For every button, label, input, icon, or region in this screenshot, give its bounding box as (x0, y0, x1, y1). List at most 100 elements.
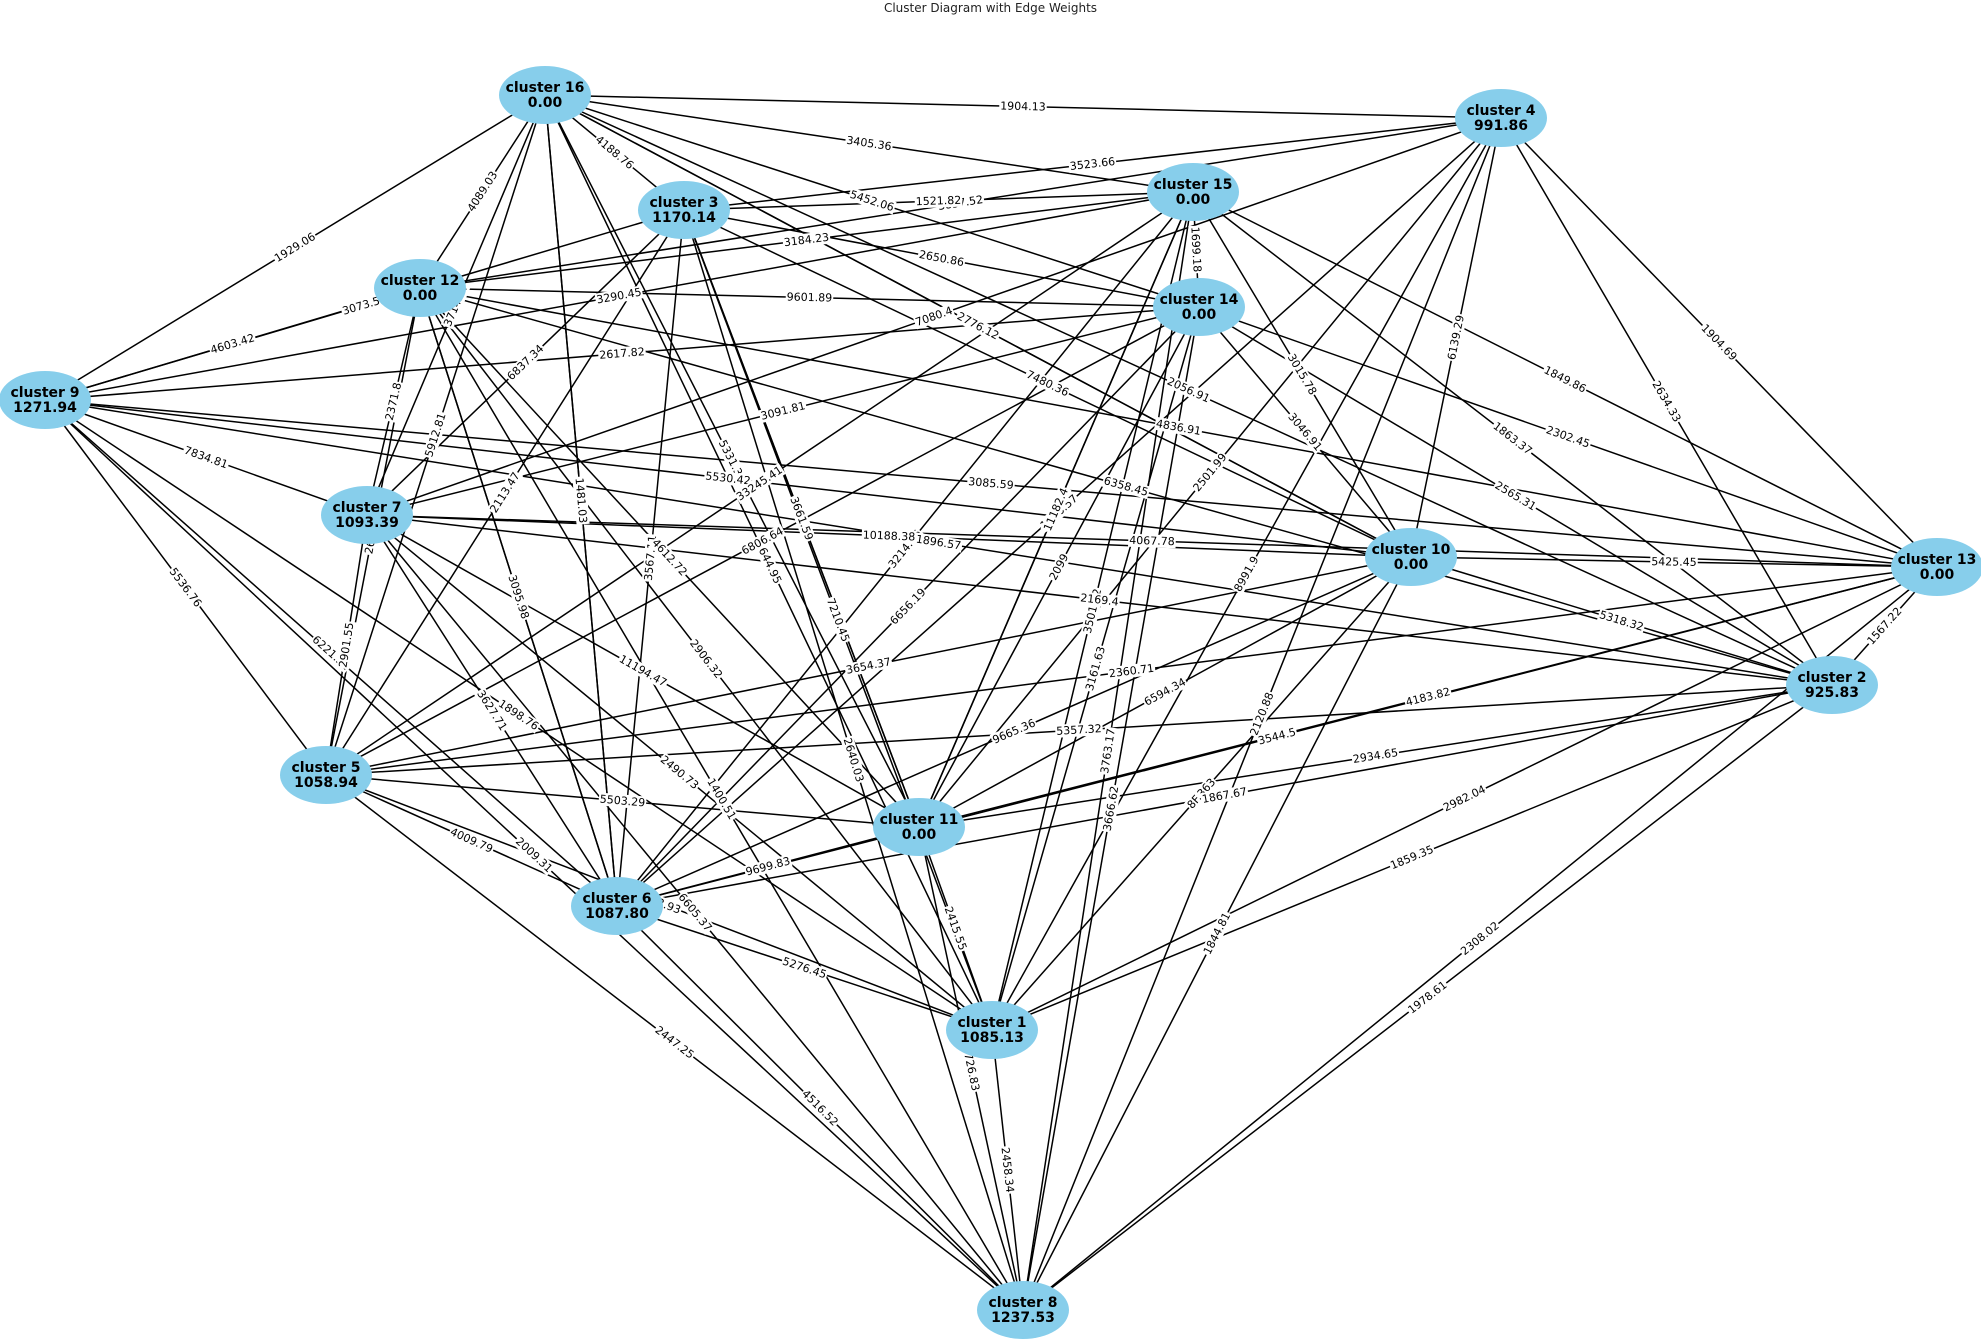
edge-weight-label: 5452.06 (847, 187, 897, 215)
edge-weight-bg (743, 854, 793, 879)
node-circle (374, 259, 466, 317)
edge-weight-bg (941, 903, 970, 954)
edge-weight-bg (1230, 553, 1263, 595)
edge-weight-text: 2308.02 (1458, 919, 1502, 958)
edge-weight-text: 1904.69 (1698, 322, 1739, 364)
edge-weight-bg (1247, 689, 1277, 739)
node-circle (321, 486, 413, 544)
edge-weight-bg (886, 584, 930, 629)
node-name: cluster 5 (291, 760, 360, 776)
edge-weight-text: 11194.47 (617, 652, 669, 689)
edge-weight-label: 2099 (1046, 550, 1072, 584)
node-circle (1786, 656, 1878, 714)
edge-weight-label: 1904.13 (999, 99, 1047, 114)
edge-weight-label: 2302.45 (1543, 422, 1593, 452)
edge-weight-text: 1863.37 (1491, 419, 1535, 457)
edge-weight-bg (674, 890, 716, 935)
edge-weight-bg (486, 468, 524, 517)
edge-weight-bg (1697, 320, 1741, 365)
edge-weight-label: 1859.35 (1387, 842, 1437, 873)
node-circle (1365, 528, 1457, 586)
edge-weight-label: 1904.69 (1697, 320, 1741, 365)
edge-weight-bg (572, 476, 590, 525)
edge-weight-label: 2501.99 (1189, 450, 1231, 495)
edge-weight-label: 2650.86 (916, 247, 967, 270)
edge-weight-bg (733, 462, 786, 505)
edge-weight-bg (999, 99, 1047, 114)
edge-weight-bg (1863, 603, 1906, 649)
node-value: 1093.39 (335, 515, 399, 531)
edge-weight-label: 4603.42 (207, 330, 258, 358)
edge-weight-label: 6594.34 (1141, 674, 1189, 710)
edge-weight-text: 3523.66 (1069, 155, 1116, 173)
node-name: cluster 7 (332, 500, 401, 516)
edge-weight-bg (1164, 374, 1213, 406)
node-value: 0.00 (528, 95, 563, 111)
edge-weight-label: 3095.98 (505, 572, 532, 622)
node-value: 1058.94 (294, 775, 358, 791)
edge-weight-bg (843, 654, 894, 678)
edge-weight-text: 1849.86 (1542, 363, 1588, 395)
edge-weight-text: 1400.51 (704, 776, 738, 822)
edge-weight-bg (181, 443, 231, 472)
node-name: cluster 3 (649, 195, 718, 211)
edge-weight-label: 2415.55 (941, 903, 970, 954)
edge-weight-text: 2360.71 (1108, 662, 1155, 681)
edge-weight-bg (1648, 377, 1685, 426)
node-c11: cluster 110.00 (873, 798, 965, 856)
edge-weight-text: 3091.81 (759, 399, 806, 423)
edge-weight-bg (912, 303, 956, 330)
edge-weight-text: 3085.59 (968, 475, 1014, 492)
edge-weight-bg (1596, 607, 1647, 635)
edge-weight-bg (592, 132, 637, 173)
edge-weight-label: 3161.63 (1082, 643, 1109, 694)
edge-weight-text: 2447.25 (652, 1023, 696, 1061)
edge-weight-bg (616, 651, 670, 691)
edge-weight-text: 9601.89 (787, 290, 833, 304)
edge-weight-text: 7080.4 (914, 304, 955, 329)
edge-weight-bg (651, 1022, 698, 1063)
edge-weight-bg (495, 696, 542, 734)
edge-weight-text: 5318.32 (1598, 608, 1645, 634)
edge-weight-text: 1929.06 (272, 230, 318, 265)
edge-weight-label: 5425.45 (1650, 555, 1698, 569)
edge-weight-bg (1540, 363, 1590, 396)
node-value: 0.00 (403, 288, 438, 304)
edge-weight-bg (1068, 154, 1117, 174)
edge-weight-bg (1199, 784, 1250, 807)
edge-weight-text: 7834.81 (182, 444, 229, 472)
node-c12: cluster 120.00 (374, 259, 466, 317)
edge-weight-label: 4836.91 (1153, 416, 1204, 439)
edge-weight-bg (840, 735, 867, 785)
edge-weight-bg (798, 1086, 842, 1130)
edge-weight-text: 4183.82 (1404, 685, 1451, 709)
node-value: 1170.14 (652, 210, 716, 226)
edge-weight-bg (953, 309, 1003, 343)
edge-weight-bg (648, 535, 691, 580)
node-value: 1085.13 (960, 1030, 1024, 1046)
edge-weight-text: 2906.32 (687, 637, 725, 681)
edge-weight-bg (738, 524, 787, 558)
edge-weight-bg (782, 230, 831, 250)
edge-weight-label: 4009.79 (447, 824, 496, 857)
edge-weight-text: 2371.8 (383, 381, 404, 421)
node-name: cluster 6 (582, 891, 651, 907)
node-name: cluster 4 (1466, 103, 1535, 119)
edge-weight-text: 2302.45 (1544, 423, 1591, 450)
edge-weight-bg (1543, 422, 1593, 452)
node-name: cluster 11 (880, 812, 959, 828)
edge-weight-text: 1521.82 (916, 194, 962, 209)
edge-weight-text: 1699.18 (1188, 226, 1203, 272)
edge-weight-bg (786, 493, 817, 544)
edge-weight-text: 10188.38 (863, 528, 916, 543)
edge-weight-bg (1403, 684, 1453, 710)
node-circle (499, 66, 591, 124)
edge-weight-bg (512, 834, 556, 876)
edge-weight-bg (505, 572, 532, 622)
node-circle (946, 1001, 1038, 1059)
edge-weight-bg (1023, 367, 1072, 400)
